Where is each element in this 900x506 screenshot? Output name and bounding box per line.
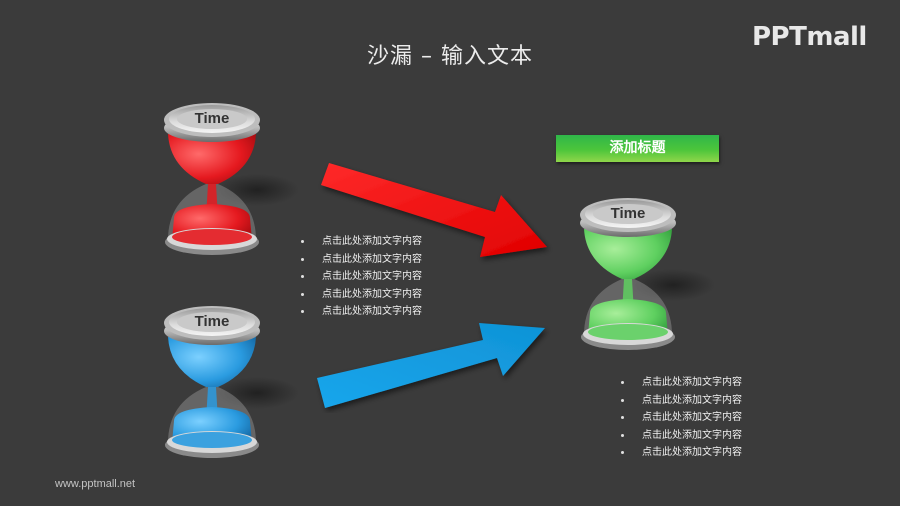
bullet-item[interactable]: 点击此处添加文字内容	[616, 392, 742, 410]
time-label: Time	[610, 205, 646, 222]
hourglass-blue[interactable]: Time	[162, 301, 299, 481]
time-label: Time	[194, 110, 230, 127]
blue-arrow-icon[interactable]	[313, 318, 553, 413]
bullet-item[interactable]: 点击此处添加文字内容	[616, 427, 742, 445]
bullet-item[interactable]: 点击此处添加文字内容	[616, 409, 742, 427]
hourglass-red-icon	[164, 103, 299, 255]
left-bullet-list: 点击此处添加文字内容 点击此处添加文字内容 点击此处添加文字内容 点击此处添加文…	[296, 233, 422, 321]
time-label: Time	[194, 313, 230, 330]
bullet-item[interactable]: 点击此处添加文字内容	[296, 233, 422, 251]
hourglass-green-icon	[580, 198, 715, 350]
pptmall-logo: PPTmall	[752, 22, 867, 52]
footer-url: www.pptmall.net	[55, 478, 136, 490]
bullet-item[interactable]: 点击此处添加文字内容	[296, 251, 422, 269]
hourglass-blue-icon	[164, 306, 299, 458]
slide-title[interactable]: 沙漏 – 输入文本	[367, 44, 533, 69]
red-arrow-icon[interactable]	[315, 155, 555, 265]
hourglass-red[interactable]: Time	[162, 98, 299, 278]
bullet-item[interactable]: 点击此处添加文字内容	[616, 444, 742, 462]
bullet-item[interactable]: 点击此处添加文字内容	[296, 286, 422, 304]
right-bullet-list: 点击此处添加文字内容 点击此处添加文字内容 点击此处添加文字内容 点击此处添加文…	[616, 374, 742, 462]
add-title-badge[interactable]: 添加标题	[556, 135, 719, 162]
bullet-item[interactable]: 点击此处添加文字内容	[616, 374, 742, 392]
hourglass-green[interactable]: Time	[578, 193, 715, 373]
bullet-item[interactable]: 点击此处添加文字内容	[296, 268, 422, 286]
bullet-item[interactable]: 点击此处添加文字内容	[296, 303, 422, 321]
